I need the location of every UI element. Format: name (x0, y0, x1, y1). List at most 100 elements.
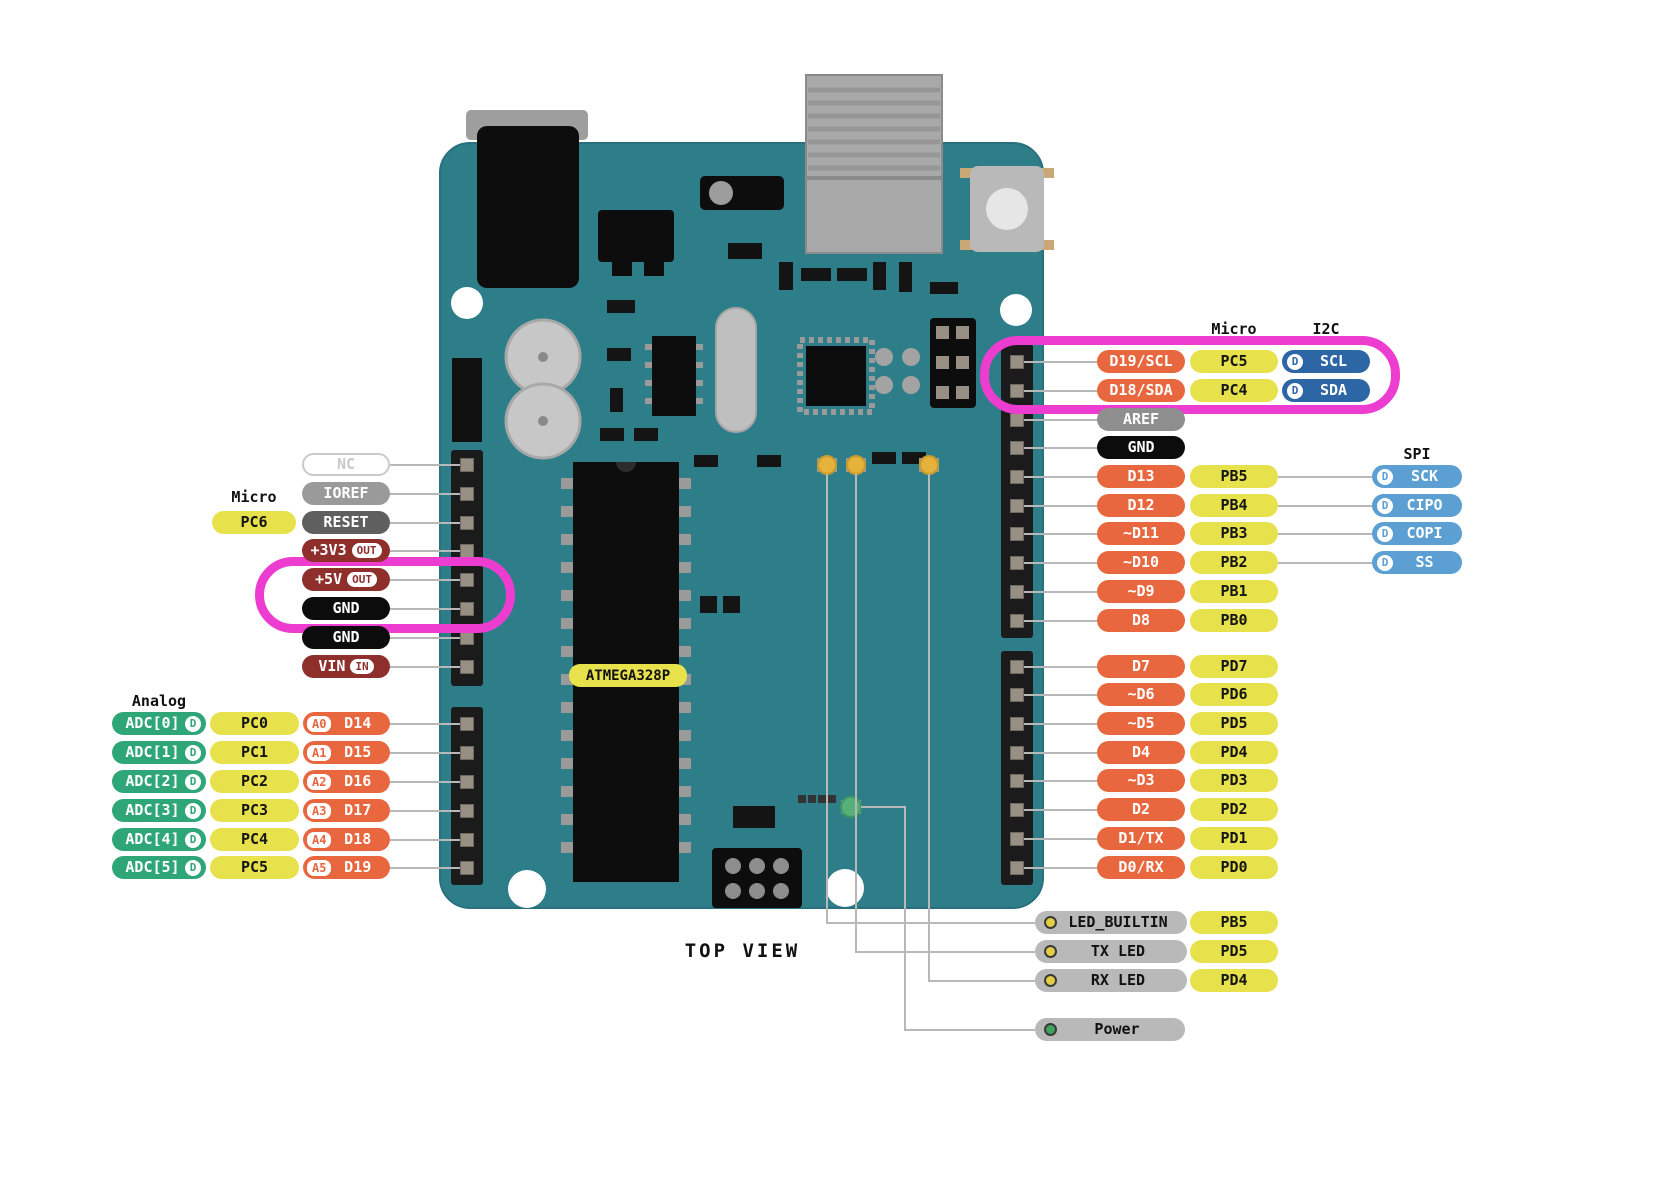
led-pill-builtin: LED_BUILTIN (1035, 911, 1187, 934)
mcu-pill-pd4-led: PD4 (1190, 969, 1278, 992)
spi-header: SPI (1403, 445, 1431, 463)
mcu-pill-pb2: PB2 (1190, 551, 1278, 574)
digital-pill-d4: D4 (1097, 741, 1185, 764)
analog-alias-badge: A5 (307, 859, 332, 876)
adc-pill-2: ADC[2] D (112, 770, 206, 793)
mcu-pill-pc4-i2c: PC4 (1190, 379, 1278, 402)
mcu-pill-pc1: PC1 (210, 741, 299, 764)
digital-pill-d8: D8 (1097, 609, 1185, 632)
capacitor (504, 318, 582, 460)
mcu-pill-pd7: PD7 (1190, 655, 1278, 678)
power-indicator-pill: Power (1035, 1018, 1185, 1041)
mcu-pill-pb1: PB1 (1190, 580, 1278, 603)
led-icon (1044, 945, 1057, 958)
digital-label: D15 (344, 743, 372, 761)
digital-pill-d19-scl: D19/SCL (1097, 350, 1185, 373)
mounting-holes (451, 287, 1032, 908)
spi-pill-sck: D SCK (1372, 465, 1462, 488)
digital-pill-d11: ~D11 (1097, 522, 1185, 545)
analog-alias-badge: A0 (307, 715, 332, 732)
mcu-pill-pc5: PC5 (1190, 350, 1278, 373)
mcu-pill-pc4: PC4 (210, 828, 299, 851)
led-icon (1044, 974, 1057, 987)
analog-digital-pill-5: A5 D19 (303, 856, 390, 879)
led-label: LED_BUILTIN (1068, 913, 1168, 931)
led-pill-rx: RX LED (1035, 969, 1187, 992)
d-badge: D (1377, 554, 1393, 571)
adc-label: ADC[1] (125, 743, 180, 761)
mcu-pill-pc6: PC6 (212, 511, 296, 534)
digital-label: D18 (344, 830, 372, 848)
digital-pill-d12: D12 (1097, 494, 1185, 517)
adc-pill-3: ADC[3] D (112, 799, 206, 822)
mcu-pill-pd1: PD1 (1190, 827, 1278, 850)
icsp-header-top (930, 318, 976, 408)
adc-label: ADC[4] (125, 830, 180, 848)
analog-digital-pill-0: A0 D14 (303, 712, 390, 735)
spi-pill-cipo: D CIPO (1372, 494, 1462, 517)
digital-pill-d10: ~D10 (1097, 551, 1185, 574)
adc-label: ADC[3] (125, 801, 180, 819)
voltage-regulator (598, 210, 674, 276)
analog-alias-badge: A1 (307, 744, 332, 761)
pin-pill-gnd-right: GND (1097, 436, 1185, 459)
mcu-pill-pc0: PC0 (210, 712, 299, 735)
bus-label: SDA (1319, 381, 1348, 399)
mcu-pill-pb3: PB3 (1190, 522, 1278, 545)
i2c-pill-sda: D SDA (1282, 379, 1370, 402)
adc-pill-1: ADC[1] D (112, 741, 206, 764)
adc-pill-5: ADC[5] D (112, 856, 206, 879)
digital-pill-d1-tx: D1/TX (1097, 827, 1185, 850)
led-icon (1044, 916, 1057, 929)
mcu-pill-pc2: PC2 (210, 770, 299, 793)
d-badge: D (1377, 468, 1393, 485)
digital-label: D17 (344, 801, 372, 819)
d-badge: D (1377, 497, 1393, 514)
pin-pill-gnd-2: GND (302, 626, 390, 649)
mcu-pill-pd5-led: PD5 (1190, 940, 1278, 963)
spi-pill-ss: D SS (1372, 551, 1462, 574)
d-badge: D (185, 715, 201, 732)
rx-led (919, 455, 939, 475)
d-badge: D (185, 802, 201, 819)
led-pill-tx: TX LED (1035, 940, 1187, 963)
d-badge: D (185, 773, 201, 790)
pin-pill-aref: AREF (1097, 408, 1185, 431)
adc-pill-4: ADC[4] D (112, 828, 206, 851)
analog-alias-badge: A3 (307, 802, 332, 819)
adc-pill-0: ADC[0] D (112, 712, 206, 735)
bus-label: COPI (1406, 524, 1443, 542)
pin-pill-nc: NC (302, 453, 390, 476)
bus-label: CIPO (1406, 496, 1443, 514)
analog-digital-pill-3: A3 D17 (303, 799, 390, 822)
d-badge: D (1377, 525, 1393, 542)
pin-pill-ioref: IOREF (302, 482, 390, 505)
d-badge: D (1287, 353, 1303, 370)
builtin-led (817, 455, 837, 475)
mcu-pill-pb5-led: PB5 (1190, 911, 1278, 934)
d-badge: D (185, 744, 201, 761)
pin-label: +3V3 (310, 541, 347, 559)
mcu-pill-pb4: PB4 (1190, 494, 1278, 517)
power-led (840, 796, 862, 818)
leader-lines (390, 355, 1372, 1031)
bus-label: SCK (1410, 467, 1439, 485)
d-badge: D (185, 831, 201, 848)
mcu-pill-pd3: PD3 (1190, 769, 1278, 792)
mcu-pill-pd0: PD0 (1190, 856, 1278, 879)
mcu-pill-pb0: PB0 (1190, 609, 1278, 632)
pin-pill-vin: VIN IN (302, 655, 390, 678)
usb-connector (805, 74, 943, 254)
view-label: TOP VIEW (684, 940, 801, 962)
in-badge: IN (350, 659, 374, 674)
usb-controller-chip (797, 337, 920, 415)
pin-label: VIN (318, 657, 346, 675)
mcu-pill-pb5: PB5 (1190, 465, 1278, 488)
digital-pill-d9: ~D9 (1097, 580, 1185, 603)
micro-header-left: Micro (231, 488, 277, 506)
polyfuse (700, 176, 784, 259)
digital-pill-d2: D2 (1097, 798, 1185, 821)
digital-label: D16 (344, 772, 372, 790)
digital-pill-d7: D7 (1097, 655, 1185, 678)
